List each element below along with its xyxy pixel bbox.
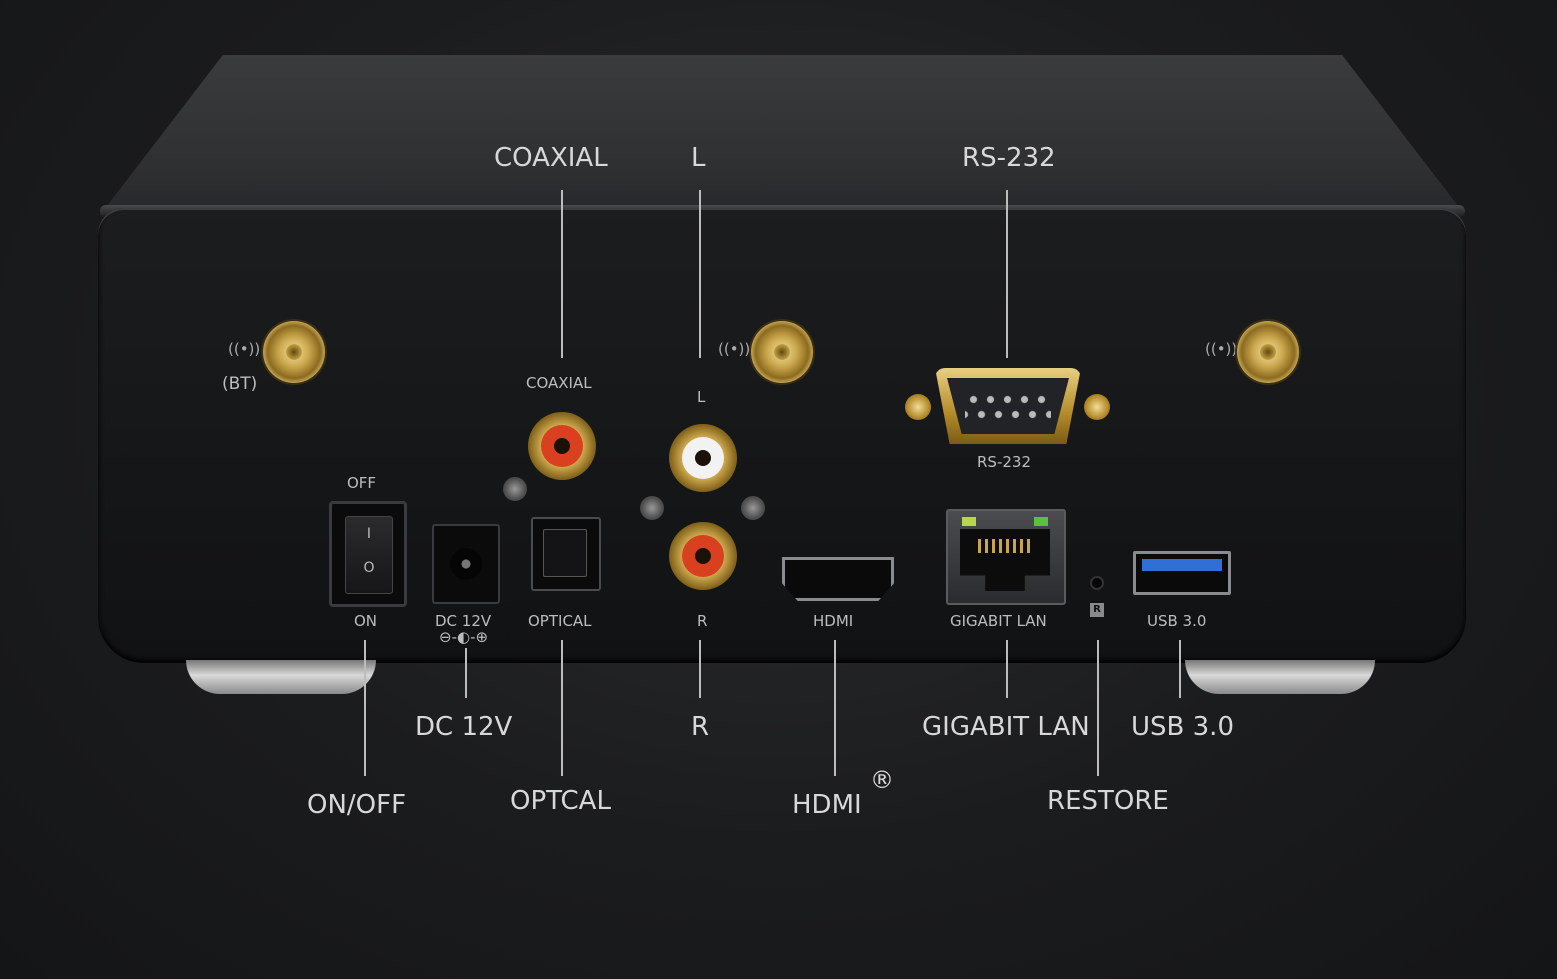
dc-power-jack: [432, 524, 500, 604]
callout-r: R: [691, 712, 710, 742]
right-hole: [695, 548, 711, 564]
device-foot-left: [186, 660, 376, 694]
panel-screw: [640, 496, 664, 520]
callout-onoff: ON/OFF: [307, 790, 407, 820]
audio-right-rca-jack: [669, 522, 737, 590]
power-rocker: I O: [345, 516, 393, 594]
switch-on-label: ON: [354, 612, 378, 630]
antenna-connector-center: [751, 321, 813, 383]
lan-led-left: [962, 517, 976, 526]
lan-panel-label: GIGABIT LAN: [950, 612, 1047, 630]
callout-l: L: [691, 143, 706, 173]
bt-label: (BT): [222, 374, 258, 394]
rs232-connector: [905, 368, 1110, 446]
ethernet-port: [946, 509, 1066, 605]
restore-mark: R: [1090, 603, 1104, 617]
wireless-icon: ((•)): [228, 340, 261, 358]
callout-line-coaxial: [561, 190, 563, 358]
panel-screw: [741, 496, 765, 520]
left-hole: [695, 450, 711, 466]
wireless-icon: ((•)): [718, 340, 751, 358]
callout-lan: GIGABIT LAN: [922, 712, 1090, 742]
usb-port: [1133, 551, 1231, 595]
hdmi-port: [782, 557, 894, 601]
hdmi-panel-label: HDMI: [813, 612, 854, 630]
callout-line-r: [699, 640, 701, 698]
optical-port: [531, 517, 601, 591]
rocker-on-mark: I: [366, 526, 372, 542]
callout-line-lan: [1006, 640, 1008, 698]
rs232-panel-label: RS-232: [977, 453, 1031, 471]
device-top-surface: [100, 55, 1465, 215]
callout-dc: DC 12V: [415, 712, 513, 742]
coaxial-panel-label: COAXIAL: [526, 374, 592, 392]
callout-usb: USB 3.0: [1131, 712, 1234, 742]
right-panel-label: R: [697, 612, 708, 630]
usb-tongue: [1142, 559, 1222, 571]
wireless-icon: ((•)): [1205, 340, 1238, 358]
callout-restore: RESTORE: [1047, 786, 1169, 816]
rs232-right-nut: [1084, 394, 1110, 420]
callout-line-usb: [1179, 640, 1181, 698]
callout-line-onoff: [364, 640, 366, 776]
callout-line-rs232: [1006, 190, 1008, 358]
dc-polarity-symbol: ⊖-◐-⊕: [439, 628, 489, 646]
lan-led-right: [1034, 517, 1048, 526]
callout-line-dc: [465, 648, 467, 698]
usb-panel-label: USB 3.0: [1147, 612, 1207, 630]
device-rear-panel: [98, 208, 1466, 663]
coaxial-hole: [554, 438, 570, 454]
callout-optical: OPTCAL: [510, 786, 611, 816]
callout-hdmi: HDMI: [792, 790, 862, 820]
restore-pinhole: [1092, 578, 1102, 588]
antenna-connector-bt: [263, 321, 325, 383]
switch-off-label: OFF: [347, 474, 377, 492]
callout-line-optical: [561, 640, 563, 776]
rs232-left-nut: [905, 394, 931, 420]
optical-panel-label: OPTICAL: [528, 612, 592, 630]
power-switch: I O: [329, 501, 407, 607]
dc-panel-label: DC 12V: [435, 612, 492, 630]
left-panel-label: L: [697, 388, 706, 406]
device-foot-right: [1185, 660, 1375, 694]
audio-left-rca-jack: [669, 424, 737, 492]
panel-screw: [503, 477, 527, 501]
rs232-pins: [965, 392, 1051, 422]
callout-rs232: RS-232: [962, 143, 1056, 173]
callout-line-restore: [1097, 640, 1099, 776]
lan-pins: [978, 539, 1034, 553]
antenna-connector-right: [1237, 321, 1299, 383]
callout-hdmi-registered-mark: ®: [870, 766, 894, 794]
rocker-off-mark: O: [363, 560, 375, 576]
callout-coaxial: COAXIAL: [494, 143, 608, 173]
callout-line-l: [699, 190, 701, 358]
coaxial-rca-jack: [528, 412, 596, 480]
callout-line-hdmi: [834, 640, 836, 776]
